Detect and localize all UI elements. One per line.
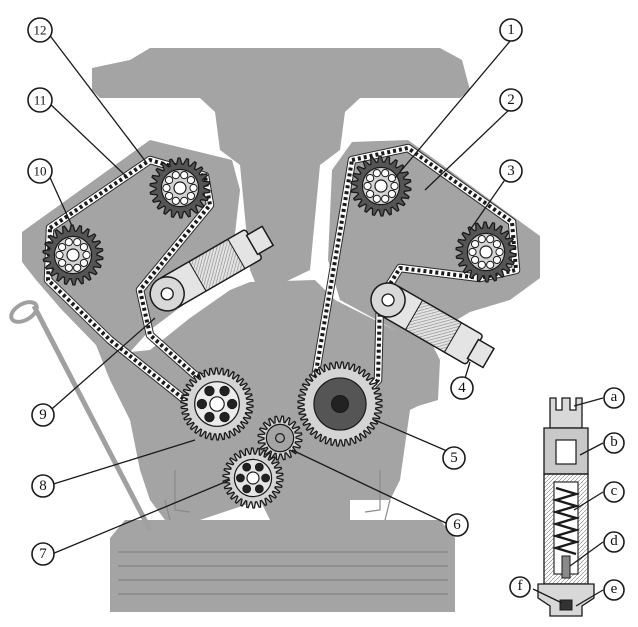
svg-text:10: 10 — [34, 164, 47, 179]
leader-f — [532, 588, 563, 604]
svg-text:9: 9 — [39, 407, 47, 423]
svg-text:11: 11 — [34, 93, 47, 108]
leader-5 — [374, 419, 455, 455]
callout-2: 2 — [499, 88, 523, 112]
leader-7 — [51, 479, 231, 555]
leader-3 — [469, 170, 512, 231]
callout-c: c — [603, 481, 625, 503]
callout-1: 1 — [499, 18, 523, 42]
callout-12: 12 — [27, 17, 53, 43]
callout-7: 7 — [31, 542, 55, 566]
callout-a: a — [603, 387, 625, 409]
cam-sprocket-right-lower — [455, 221, 517, 283]
leader-b — [579, 442, 604, 456]
leader-11 — [47, 101, 129, 179]
leader-c — [573, 491, 604, 511]
svg-text:a: a — [611, 389, 618, 405]
leader-9 — [44, 317, 156, 416]
cam-sprocket-left-upper — [149, 157, 211, 219]
tensioner-plunger-top — [549, 397, 583, 429]
cam-sprocket-right-upper — [350, 155, 412, 217]
tensioner-spring — [551, 486, 581, 556]
callout-11: 11 — [27, 87, 53, 113]
oil-pump-gear — [222, 447, 284, 509]
callout-4: 4 — [450, 376, 474, 400]
svg-text:7: 7 — [39, 546, 47, 562]
leader-10 — [47, 172, 73, 227]
svg-text:b: b — [610, 434, 618, 450]
leader-d — [569, 541, 604, 567]
tensioner-inner-bore — [555, 439, 577, 465]
callout-9: 9 — [31, 403, 55, 427]
callout-6: 6 — [445, 513, 469, 537]
leader-e — [575, 589, 604, 607]
callout-3: 3 — [499, 159, 523, 183]
tensioner-detail-inset — [537, 397, 595, 617]
svg-text:5: 5 — [450, 450, 458, 466]
block-outlines — [164, 470, 391, 521]
svg-text:d: d — [610, 533, 618, 549]
leader-lines — [44, 32, 604, 607]
right-chain-tensioner — [370, 282, 496, 369]
callout-e: e — [603, 579, 625, 601]
tensioner-plunger-rod — [561, 555, 571, 579]
sprockets-group — [42, 155, 517, 509]
svg-text:f: f — [518, 578, 523, 594]
cylinder-block — [90, 280, 430, 520]
callout-5: 5 — [442, 446, 466, 470]
svg-text:e: e — [611, 581, 618, 597]
intake-manifold — [92, 48, 470, 282]
leader-2 — [424, 107, 512, 191]
idler-gear-center — [257, 415, 303, 461]
leader-a — [573, 397, 604, 407]
callout-8: 8 — [31, 474, 55, 498]
crank-gear-right — [297, 361, 383, 447]
callout-f: f — [509, 576, 531, 598]
leader-12 — [47, 32, 147, 163]
callout-10: 10 — [27, 158, 53, 184]
callout-labels: 1 2 3 4 5 6 7 8 9 10 11 12 a b c d e f — [27, 17, 625, 601]
svg-text:c: c — [611, 483, 618, 499]
callout-d: d — [603, 531, 625, 553]
check-valve-ball — [559, 599, 573, 611]
svg-text:4: 4 — [458, 380, 466, 396]
oil-pan-ribs — [118, 551, 448, 595]
svg-text:6: 6 — [453, 517, 461, 533]
leader-6 — [291, 449, 451, 526]
dipstick — [9, 300, 153, 532]
cam-sprocket-left-lower — [42, 224, 104, 286]
dipstick-rod — [31, 304, 153, 532]
svg-text:3: 3 — [507, 163, 515, 179]
leader-1 — [394, 39, 512, 179]
svg-text:12: 12 — [34, 23, 47, 38]
leader-8 — [46, 439, 196, 487]
svg-text:1: 1 — [507, 22, 515, 38]
block-side-boss — [395, 340, 440, 406]
intermediate-gear-left — [180, 367, 254, 441]
svg-text:2: 2 — [507, 92, 515, 108]
svg-text:8: 8 — [39, 478, 47, 494]
left-chain-tensioner — [149, 225, 275, 312]
callout-b: b — [603, 432, 625, 454]
